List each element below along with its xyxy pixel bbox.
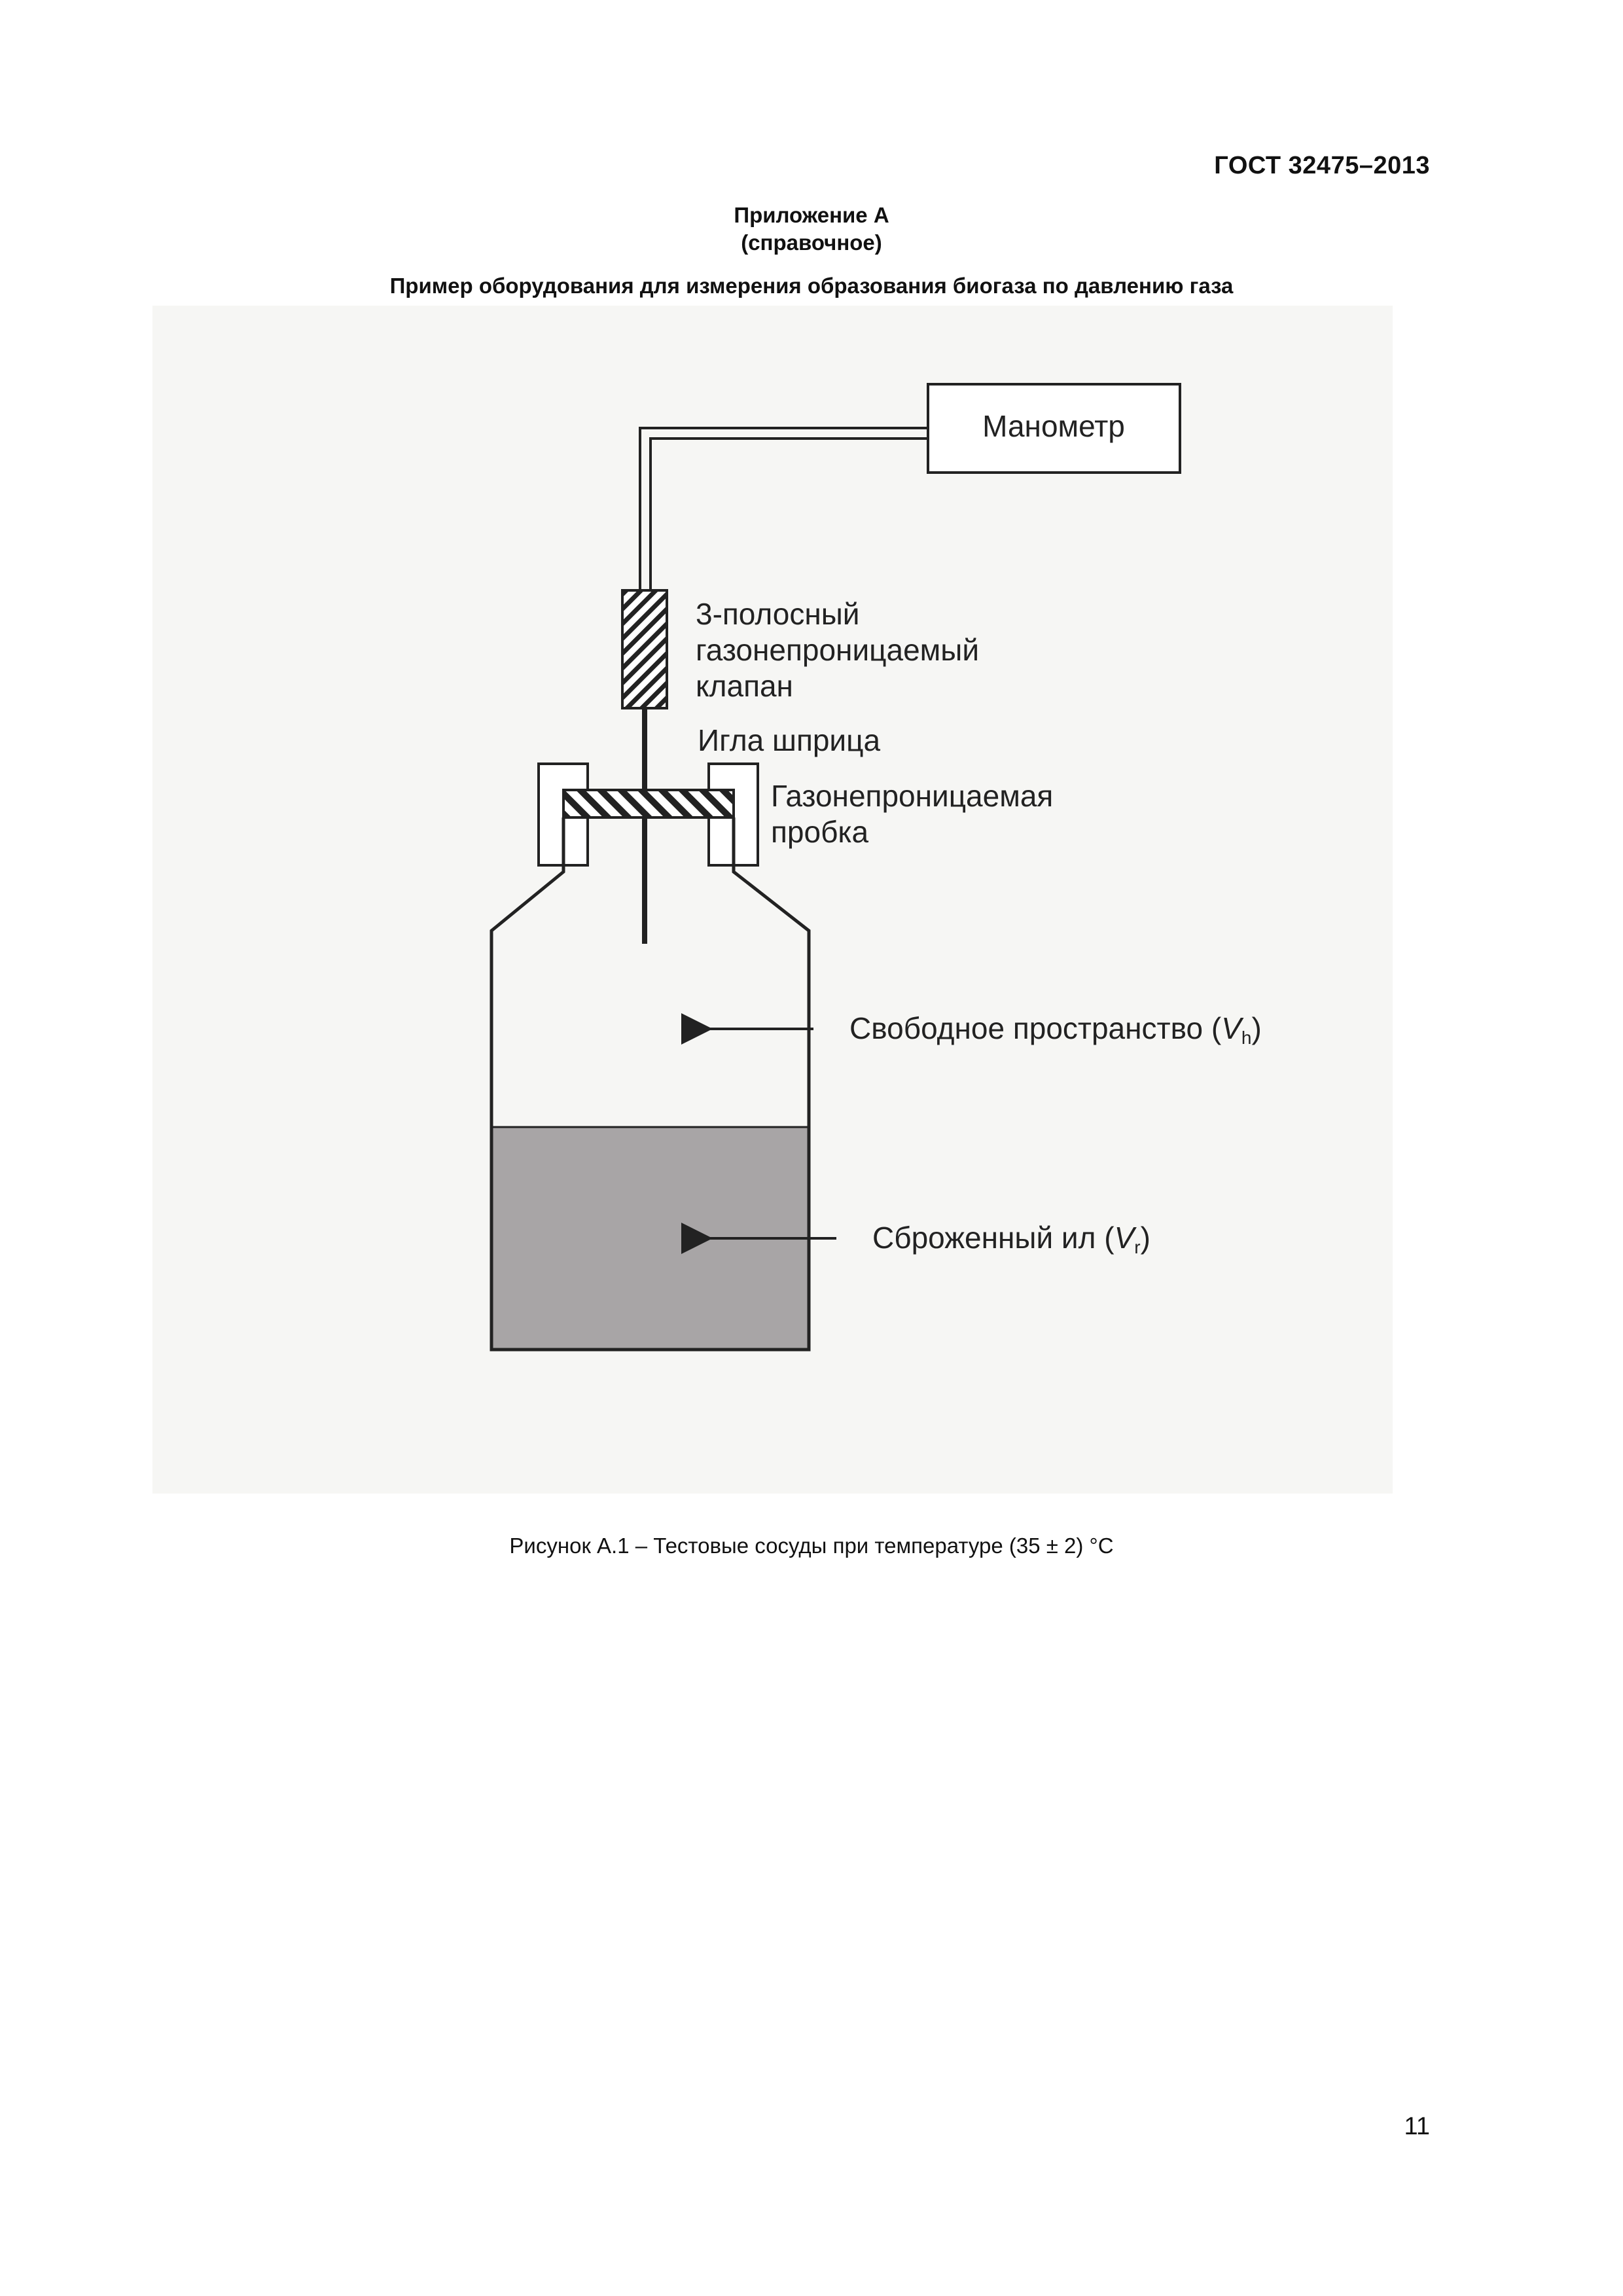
annex-status: (справочное) [741, 230, 882, 255]
valve-label-line1: 3-полосный [696, 597, 859, 631]
page-number: 11 [1404, 2113, 1430, 2140]
tube-outer [639, 427, 928, 590]
needle-label: Игла шприца [698, 723, 880, 757]
bottle-outline [490, 817, 811, 1352]
valve-block [621, 589, 668, 709]
valve-label-line3: клапан [696, 669, 793, 703]
gas-tight-stopper [562, 789, 735, 819]
annex-title: Приложение А [734, 203, 889, 227]
figure-diagram: Манометр 3-полосный газонепроницаемый кл… [152, 306, 1393, 1494]
manometer-box [927, 383, 1181, 474]
sludge-label: Сброженный ил (Vr) [872, 1221, 1150, 1257]
headspace-label: Свободное пространство (Vh) [849, 1011, 1262, 1048]
stopper-label-line2: пробка [771, 815, 869, 849]
stopper-label-line1: Газонепроницаемая [771, 779, 1053, 813]
tube-inner [649, 437, 928, 590]
manometer-label: Манометр [982, 409, 1125, 443]
annex-heading: Пример оборудования для измерения образо… [389, 274, 1234, 298]
valve-label-line2: газонепроницаемый [696, 633, 979, 667]
annex-header: Приложение А (справочное) [0, 202, 1623, 257]
figure-caption: Рисунок А.1 – Тестовые сосуды при темпер… [509, 1534, 1114, 1558]
document-code: ГОСТ 32475–2013 [1214, 152, 1430, 179]
